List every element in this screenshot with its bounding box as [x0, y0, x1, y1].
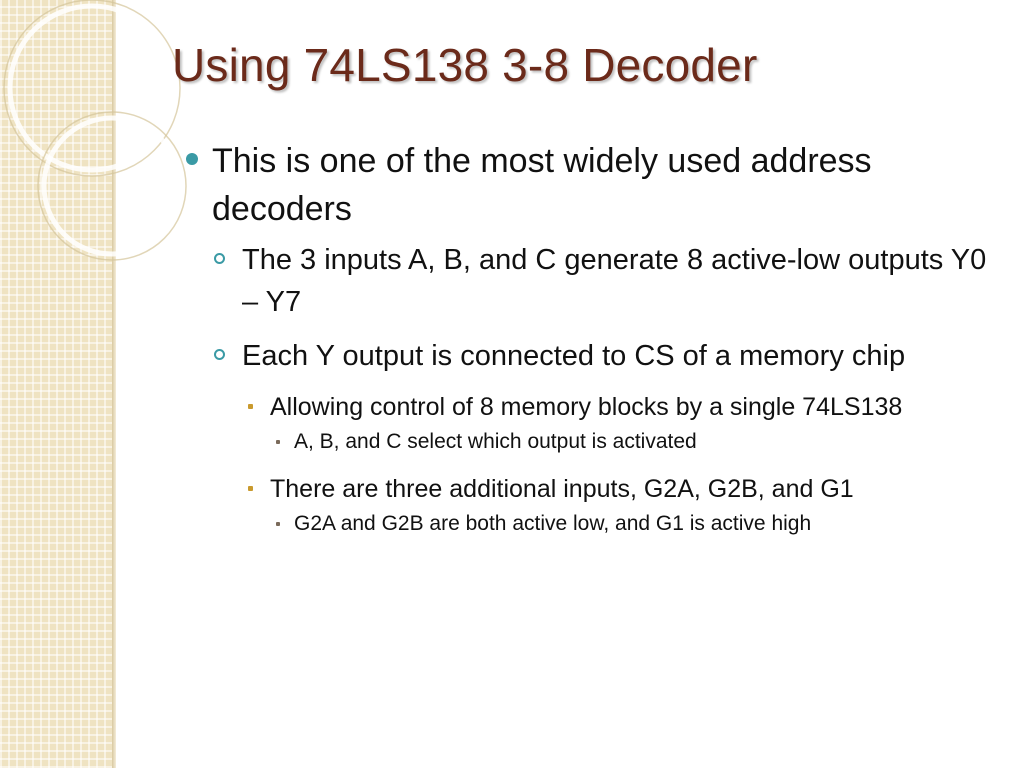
bullet-text: A, B, and C select which output is activ…: [294, 430, 697, 453]
side-strip-edge: [112, 0, 116, 768]
bullet-list: This is one of the most widely used addr…: [186, 137, 1006, 539]
bullet-text: G2A and G2B are both active low, and G1 …: [294, 512, 812, 535]
square-bullet-icon: [248, 404, 253, 409]
filled-circle-bullet-icon: [186, 153, 198, 165]
bullet-level-3: Allowing control of 8 memory blocks by a…: [244, 389, 940, 425]
hollow-circle-bullet-icon: [214, 349, 225, 360]
square-bullet-icon: [248, 486, 253, 491]
slide-title: Using 74LS138 3-8 Decoder: [172, 39, 758, 91]
bullet-level-4: G2A and G2B are both active low, and G1 …: [272, 509, 944, 539]
bullet-text: The 3 inputs A, B, and C generate 8 acti…: [242, 244, 987, 318]
bullet-level-2: Each Y output is connected to CS of a me…: [214, 335, 1002, 377]
decorative-side-strip: [0, 0, 112, 768]
hollow-circle-bullet-icon: [214, 253, 225, 264]
bullet-level-2: The 3 inputs A, B, and C generate 8 acti…: [214, 239, 1002, 323]
bullet-level-4: A, B, and C select which output is activ…: [272, 427, 944, 457]
bullet-text: There are three additional inputs, G2A, …: [270, 475, 854, 503]
bullet-text: Each Y output is connected to CS of a me…: [242, 340, 906, 372]
small-square-bullet-icon: [276, 522, 280, 526]
small-square-bullet-icon: [276, 440, 280, 444]
bullet-text: This is one of the most widely used addr…: [212, 142, 872, 228]
bullet-level-3: There are three additional inputs, G2A, …: [244, 471, 940, 507]
bullet-text: Allowing control of 8 memory blocks by a…: [270, 393, 903, 421]
bullet-level-1: This is one of the most widely used addr…: [186, 137, 892, 233]
